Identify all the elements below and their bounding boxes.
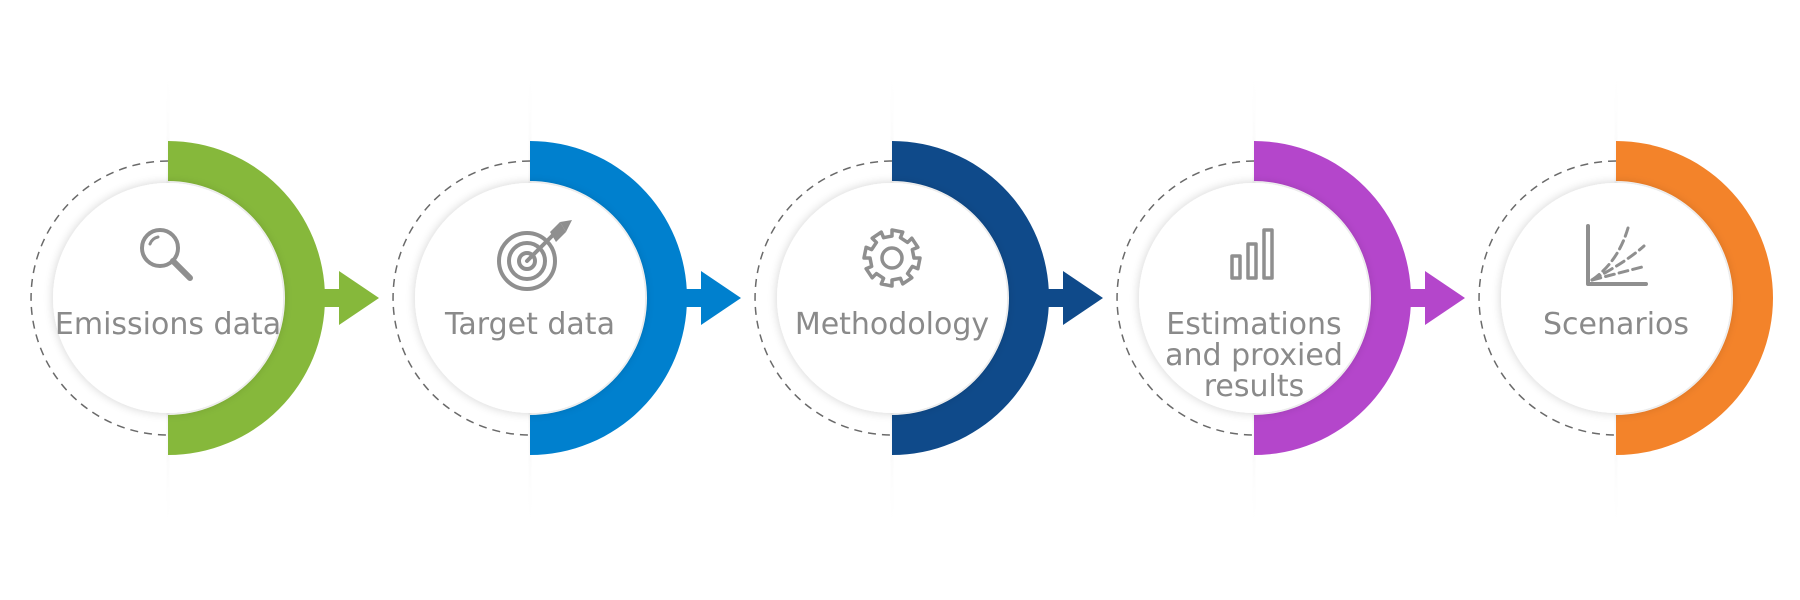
steps-layer: Emissions data Target data Methodology Esti… xyxy=(30,60,1773,540)
step-label-line: Methodology xyxy=(795,307,989,342)
step-label: Scenarios xyxy=(1543,307,1689,342)
progress-arc xyxy=(168,141,325,455)
step-label-line: Scenarios xyxy=(1543,307,1689,342)
bar-chart-icon xyxy=(1230,228,1274,280)
progress-arc xyxy=(892,141,1049,455)
step-label: Emissions data xyxy=(55,307,281,342)
step-label: Target data xyxy=(444,307,615,342)
dashed-guide-arc xyxy=(1116,160,1255,436)
arrow-right-icon xyxy=(1407,271,1465,325)
step-label-line: Estimations xyxy=(1166,307,1341,342)
search-icon xyxy=(140,228,193,281)
process-step: Emissions data xyxy=(30,60,379,540)
process-step: Target data xyxy=(392,60,741,540)
step-label-line: and proxied xyxy=(1165,338,1343,373)
step-disc xyxy=(415,183,645,413)
step-disc xyxy=(53,183,283,413)
step-disc xyxy=(1139,183,1369,413)
process-step: Scenarios xyxy=(1478,60,1773,540)
progress-arc xyxy=(1254,141,1411,455)
progress-arc xyxy=(530,141,687,455)
step-label-line: Emissions data xyxy=(55,307,281,342)
process-step: Methodology xyxy=(754,60,1103,540)
target-icon xyxy=(497,220,572,291)
arrow-right-icon xyxy=(321,271,379,325)
scenarios-chart-icon xyxy=(1586,224,1648,286)
arrow-right-icon xyxy=(683,271,741,325)
step-disc xyxy=(777,183,1007,413)
gear-icon xyxy=(862,228,922,288)
dashed-guide-arc xyxy=(754,160,893,436)
step-disc xyxy=(1501,183,1731,413)
step-label-line: results xyxy=(1204,369,1305,404)
progress-arc xyxy=(1616,141,1773,455)
arrow-right-icon xyxy=(1045,271,1103,325)
dashed-guide-arc xyxy=(1478,160,1617,436)
dashed-guide-arc xyxy=(30,160,169,436)
dashed-guide-arc xyxy=(392,160,531,436)
step-label-line: Target data xyxy=(444,307,615,342)
step-label: Methodology xyxy=(795,307,989,342)
